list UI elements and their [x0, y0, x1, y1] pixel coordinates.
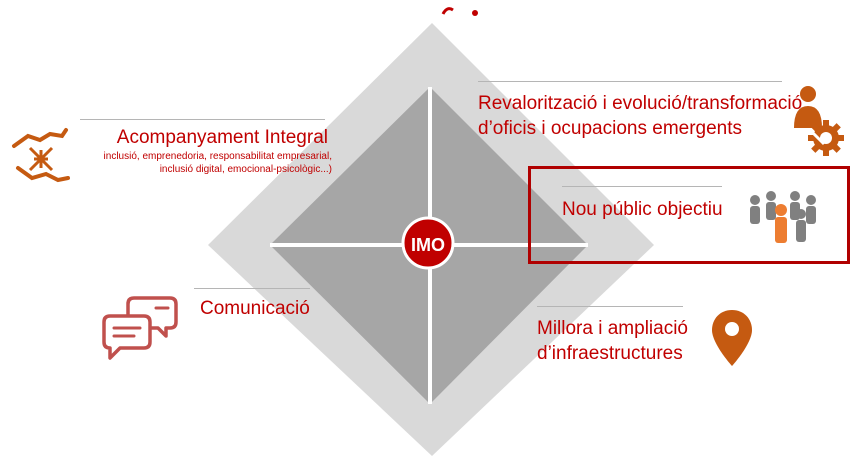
millora-line1: Millora i ampliació: [537, 318, 688, 339]
center-label: IMO: [411, 235, 445, 255]
acompanyament-title: Acompanyament Integral: [116, 127, 328, 148]
comunicacio-title: Comunicació: [200, 298, 310, 319]
people-group-icon: [750, 191, 816, 243]
revaloritzacio-line2: d’oficis i ocupacions emergents: [478, 118, 743, 139]
rule-revaloritzacio: [478, 81, 782, 82]
rule-nou-public: [562, 186, 722, 187]
center-circle: [401, 216, 455, 270]
hands-handshake-icon: [12, 128, 70, 183]
revaloritzacio-line1: Revalorització i evolució/transformació: [478, 93, 803, 114]
top-partial-mark: [441, 7, 454, 15]
nou-public-title: Nou públic objectiu: [562, 199, 723, 220]
top-partial-dot: [472, 10, 478, 16]
worker-gear-icon: [794, 86, 844, 156]
highlight-box: [528, 166, 850, 264]
location-pin-icon: [712, 310, 752, 366]
rule-comunicacio: [194, 288, 310, 289]
rule-millora: [537, 306, 683, 307]
millora-line2: d’infraestructures: [537, 343, 683, 364]
chat-bubbles-icon: [102, 296, 178, 360]
acompanyament-subtitle-line2: inclusió digital, emocional-psicològic..…: [159, 164, 332, 175]
rule-acompanyament: [80, 119, 325, 120]
acompanyament-subtitle-line1: inclusió, emprenedoria, responsabilitat …: [103, 151, 332, 162]
